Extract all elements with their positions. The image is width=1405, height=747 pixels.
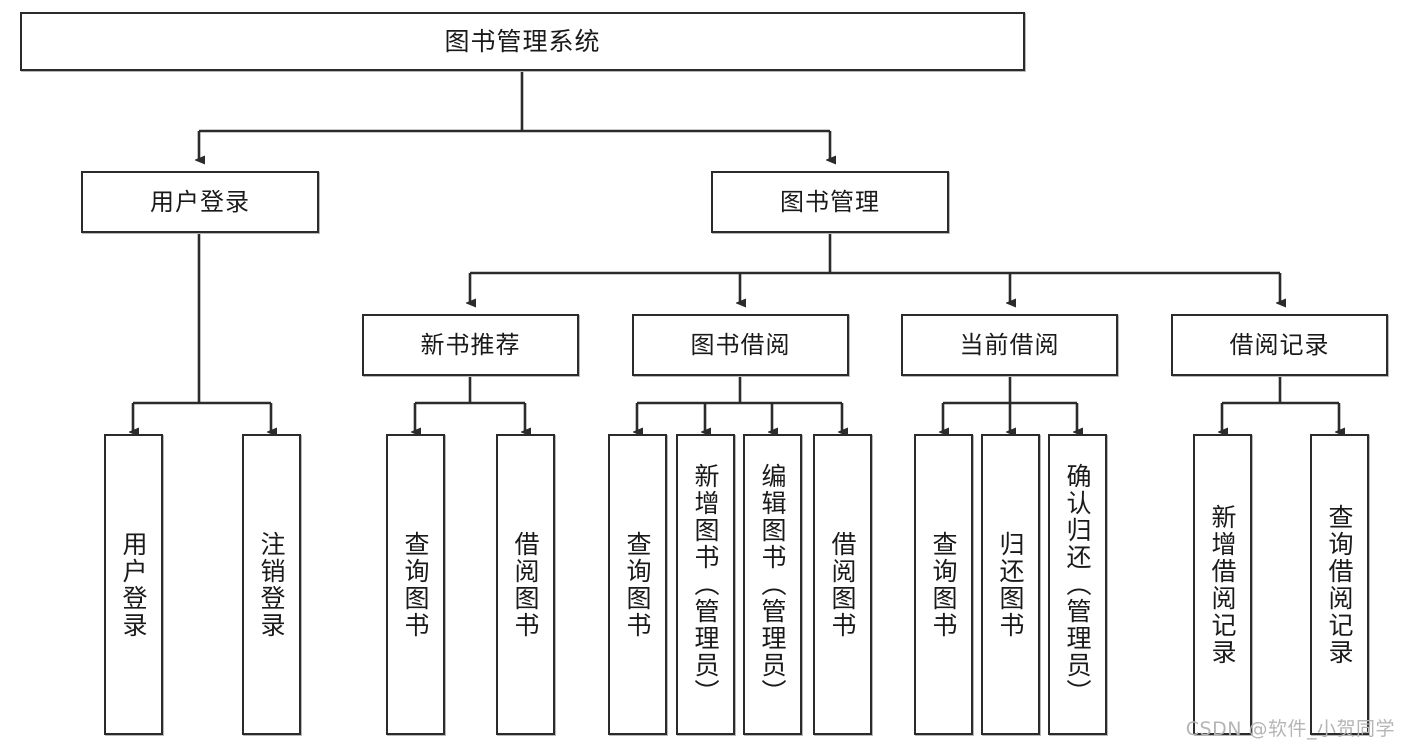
leaf-record-query-record[interactable]: 查询借阅记录 xyxy=(1310,434,1369,735)
leaf-current-query-book[interactable]: 查询图书 xyxy=(914,434,973,735)
node-label: 编辑图书（管理员） xyxy=(758,463,787,706)
node-label: 当前借阅 xyxy=(959,331,1060,359)
leaf-recommend-query-book[interactable]: 查询图书 xyxy=(386,434,445,735)
node-label: 查询图书 xyxy=(623,530,652,639)
node-borrow-record[interactable]: 借阅记录 xyxy=(1171,314,1388,376)
leaf-current-confirm-return-admin[interactable]: 确认归还（管理员） xyxy=(1048,434,1107,735)
node-book-management[interactable]: 图书管理 xyxy=(711,171,949,233)
leaf-borrow-borrow-book[interactable]: 借阅图书 xyxy=(813,434,872,735)
leaf-user-login-logout[interactable]: 注销登录 xyxy=(242,434,301,735)
leaf-current-return-book[interactable]: 归还图书 xyxy=(981,434,1040,735)
node-root-system[interactable]: 图书管理系统 xyxy=(20,12,1025,71)
node-label: 新增图书（管理员） xyxy=(691,463,720,706)
node-user-login[interactable]: 用户登录 xyxy=(81,171,319,233)
leaf-borrow-query-book[interactable]: 查询图书 xyxy=(608,434,667,735)
node-label: 查询图书 xyxy=(929,530,958,639)
leaf-user-login-login[interactable]: 用户登录 xyxy=(104,434,163,735)
node-label: 图书管理 xyxy=(780,188,880,216)
node-label: 图书借阅 xyxy=(690,331,791,359)
leaf-recommend-borrow-book[interactable]: 借阅图书 xyxy=(496,434,555,735)
node-label: 借阅图书 xyxy=(511,530,540,639)
leaf-borrow-edit-book-admin[interactable]: 编辑图书（管理员） xyxy=(743,434,802,735)
node-book-borrow[interactable]: 图书借阅 xyxy=(632,314,849,376)
node-current-borrow[interactable]: 当前借阅 xyxy=(901,314,1118,376)
node-label: 用户登录 xyxy=(150,188,250,216)
node-new-book-recommend[interactable]: 新书推荐 xyxy=(362,314,579,376)
node-label: 新书推荐 xyxy=(420,331,521,359)
node-label: 借阅图书 xyxy=(828,530,857,639)
node-label: 注销登录 xyxy=(257,530,286,639)
leaf-borrow-add-book-admin[interactable]: 新增图书（管理员） xyxy=(676,434,735,735)
node-label: 归还图书 xyxy=(996,530,1025,639)
node-label: 查询图书 xyxy=(401,530,430,639)
node-label: 图书管理系统 xyxy=(444,26,601,56)
node-label: 查询借阅记录 xyxy=(1325,503,1354,666)
node-label: 用户登录 xyxy=(119,530,148,639)
csdn-watermark: CSDN @软件_小贺同学 xyxy=(1185,718,1395,740)
node-label: 确认归还（管理员） xyxy=(1063,463,1092,706)
node-label: 借阅记录 xyxy=(1229,331,1330,359)
node-label: 新增借阅记录 xyxy=(1208,503,1237,666)
leaf-record-add-record[interactable]: 新增借阅记录 xyxy=(1193,434,1252,735)
